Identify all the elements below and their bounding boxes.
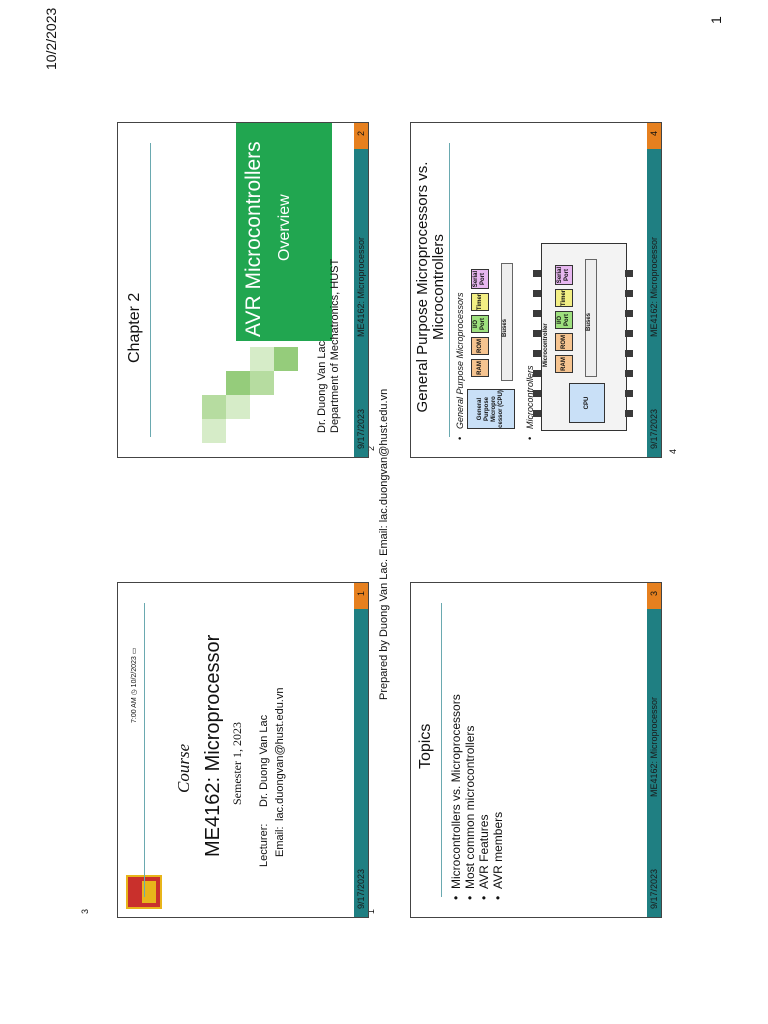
slide2-footer-course: ME4162: Microprocessor (356, 236, 366, 337)
mc-buses-label: Buses (586, 312, 592, 331)
semester: Semester 1, 2023 (230, 722, 244, 805)
list-item: AVR members (491, 694, 505, 889)
decor-squares (202, 341, 302, 443)
slide4-title: General Purpose Microprocessors vs. Micr… (414, 161, 447, 413)
slide4-label-number: 4 (668, 448, 678, 454)
email-value: lac.duongvan@hust.edu.vn (274, 687, 286, 821)
chapter-title: AVR Microcontrollers (242, 141, 265, 337)
header-date: 10/2/2023 (43, 7, 59, 70)
mc-timer-block: Timer (555, 289, 573, 307)
slide1-footer-date: 9/17/2023 (356, 868, 366, 909)
gp-cpu-box: General Purpose Micropro cessor (CPU) (467, 389, 515, 429)
list-item: Most common microcontrollers (463, 694, 477, 889)
mc-pin (533, 350, 541, 357)
mc-cpu-box: CPU (569, 383, 605, 423)
mc-pin (533, 410, 541, 417)
slide-3: Topics Microcontrollers vs. Microprocess… (410, 582, 662, 918)
mc-pin (533, 310, 541, 317)
course-label: Course (174, 743, 193, 793)
mc-rom-block: ROM (555, 333, 573, 351)
toolbar-time: 7:00 AM ◷ 10/2/2023 ▭ (131, 647, 138, 723)
mc-pin (533, 330, 541, 337)
mc-io-block: I/O Port (555, 311, 573, 329)
mc-ram-block: RAM (555, 355, 573, 373)
mc-pin (533, 390, 541, 397)
gp-serial-block: Serial Port (471, 269, 489, 289)
gp-rom-block: ROM (471, 337, 489, 355)
slide2-footer-page: 2 (356, 131, 366, 137)
mc-pin (625, 370, 633, 377)
slide-4: General Purpose Microprocessors vs. Micr… (410, 122, 662, 458)
slide-2: Chapter 2 AVR Microcontrollers Overview … (117, 122, 369, 458)
slide3-footer-date: 9/17/2023 (649, 868, 659, 909)
topics-list: Microcontrollers vs. Microprocessors Mos… (449, 694, 505, 903)
topics-title: Topics (417, 723, 434, 769)
slide4-bullet-2: Microcontrollers (523, 365, 537, 443)
course-title: ME4162: Microprocessor (202, 634, 224, 857)
slide4-footer-date: 9/17/2023 (649, 408, 659, 449)
lecturer-label: Lecturer: (258, 823, 270, 867)
gp-ram-block: RAM (471, 359, 489, 377)
mc-label: Microcontroller (543, 323, 549, 367)
mc-pin (533, 370, 541, 377)
mc-pin (533, 270, 541, 277)
mc-pin (625, 310, 633, 317)
header-page-number: 1 (708, 16, 724, 24)
slide1-footer-page: 1 (356, 591, 366, 597)
mc-pin (625, 270, 633, 277)
chapter-label: Chapter 2 (126, 292, 143, 363)
slide3-label-number: 3 (80, 908, 90, 914)
slide-1: 7:00 AM ◷ 10/2/2023 ▭ Course ME4162: Mic… (117, 582, 369, 918)
slide4-bullet-1: General Purpose Microprocessors (453, 292, 467, 443)
email-label: Email: (274, 826, 286, 857)
slide4-footer-course: ME4162: Microprocessor (649, 236, 659, 337)
center-footer: Prepared by Duong Van Lac. Email: lac.du… (378, 388, 390, 700)
department: Department of Mechatronics, HUST (329, 258, 341, 433)
slide2-footer-date: 9/17/2023 (356, 408, 366, 449)
gp-io-block: I/O Port (471, 315, 489, 333)
mc-pin (533, 290, 541, 297)
list-item: AVR Features (477, 694, 491, 889)
lecturer-name: Dr. Duong Van Lac (258, 714, 270, 807)
mc-pin (625, 410, 633, 417)
gp-timer-block: Timer (471, 293, 489, 311)
slide3-footer-page: 3 (649, 591, 659, 597)
slide4-footer-page: 4 (649, 131, 659, 137)
mc-pin (625, 350, 633, 357)
mc-pin (625, 390, 633, 397)
mc-pin (625, 330, 633, 337)
mc-pin (625, 290, 633, 297)
author: Dr. Duong Van Lac (316, 340, 328, 433)
gp-buses-label: Buses (502, 318, 508, 337)
mc-serial-block: Serial Port (555, 265, 573, 285)
list-item: Microcontrollers vs. Microprocessors (449, 694, 463, 889)
slide3-footer-course: ME4162: Microprocessor (649, 696, 659, 797)
chapter-subtitle: Overview (276, 194, 293, 261)
